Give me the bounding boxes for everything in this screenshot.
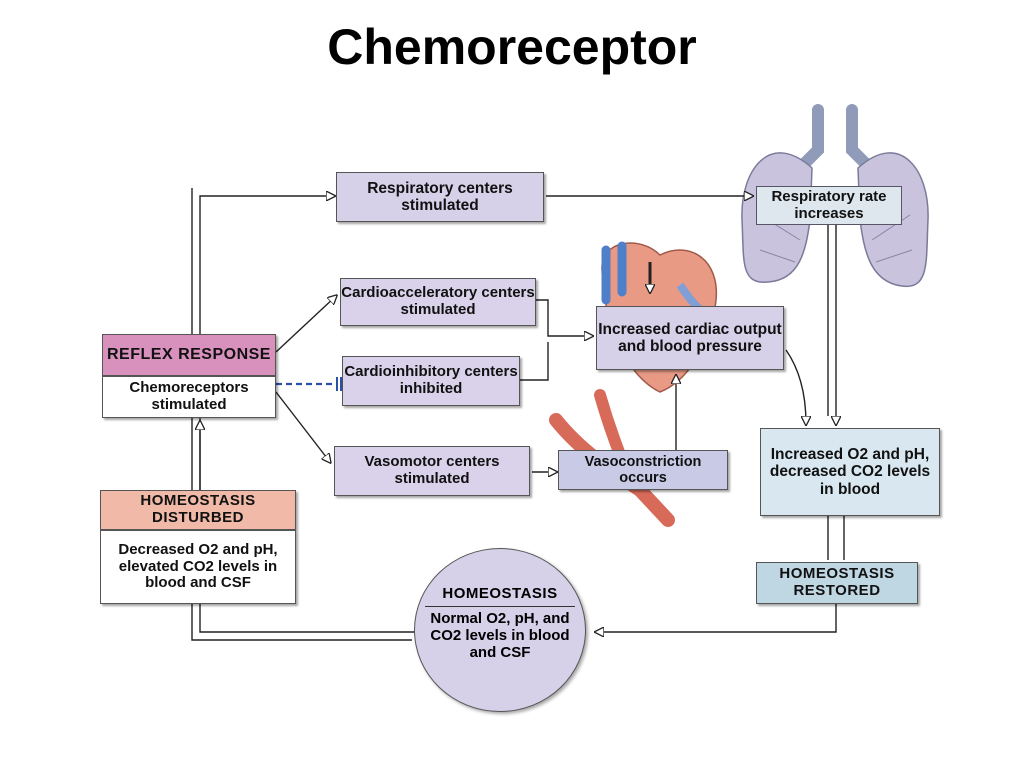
homeostasis-circle-title: HOMEOSTASIS — [442, 585, 558, 602]
vasomotor-box: Vasomotor centers stimulated — [334, 446, 530, 496]
vasomotor-label: Vasomotor centers stimulated — [364, 453, 500, 487]
cardiac-output-box: Increased cardiac output and blood press… — [596, 306, 784, 370]
homeostasis-circle-body: Normal O2, pH, and CO2 levels in blood a… — [430, 610, 570, 661]
chemoreceptors-stimulated-box: Chemoreceptors stimulated — [102, 376, 276, 418]
reflex-response-header: REFLEX RESPONSE — [102, 334, 276, 376]
vasoconstriction-box: Vasoconstriction occurs — [558, 450, 728, 490]
cardioacceleratory-box: Cardioacceleratory centers stimulated — [340, 278, 536, 326]
cardioacceleratory-label: Cardioacceleratory centers stimulated — [341, 284, 535, 318]
respiratory-centers-box: Respiratory centers stimulated — [336, 172, 544, 222]
homeostasis-disturbed-header: HOMEOSTASIS DISTURBED — [100, 490, 296, 530]
homeostasis-circle: HOMEOSTASIS Normal O2, pH, and CO2 level… — [414, 548, 586, 712]
cardioinhibitory-label: Cardioinhibitory centers inhibited — [344, 363, 518, 397]
increased-o2-box: Increased O2 and pH, decreased CO2 level… — [760, 428, 940, 516]
cardiac-output-label: Increased cardiac output and blood press… — [598, 320, 782, 355]
homeostasis-restored-box: HOMEOSTASIS RESTORED — [756, 562, 918, 604]
vasoconstriction-label: Vasoconstriction occurs — [584, 453, 702, 486]
cardioinhibitory-box: Cardioinhibitory centers inhibited — [342, 356, 520, 406]
respiratory-centers-label: Respiratory centers stimulated — [367, 179, 513, 214]
homeostasis-disturbed-body: Decreased O2 and pH, elevated CO2 levels… — [100, 530, 296, 604]
respiratory-rate-label: Respiratory rate increases — [756, 186, 902, 225]
page-title: Chemoreceptor — [327, 19, 697, 75]
